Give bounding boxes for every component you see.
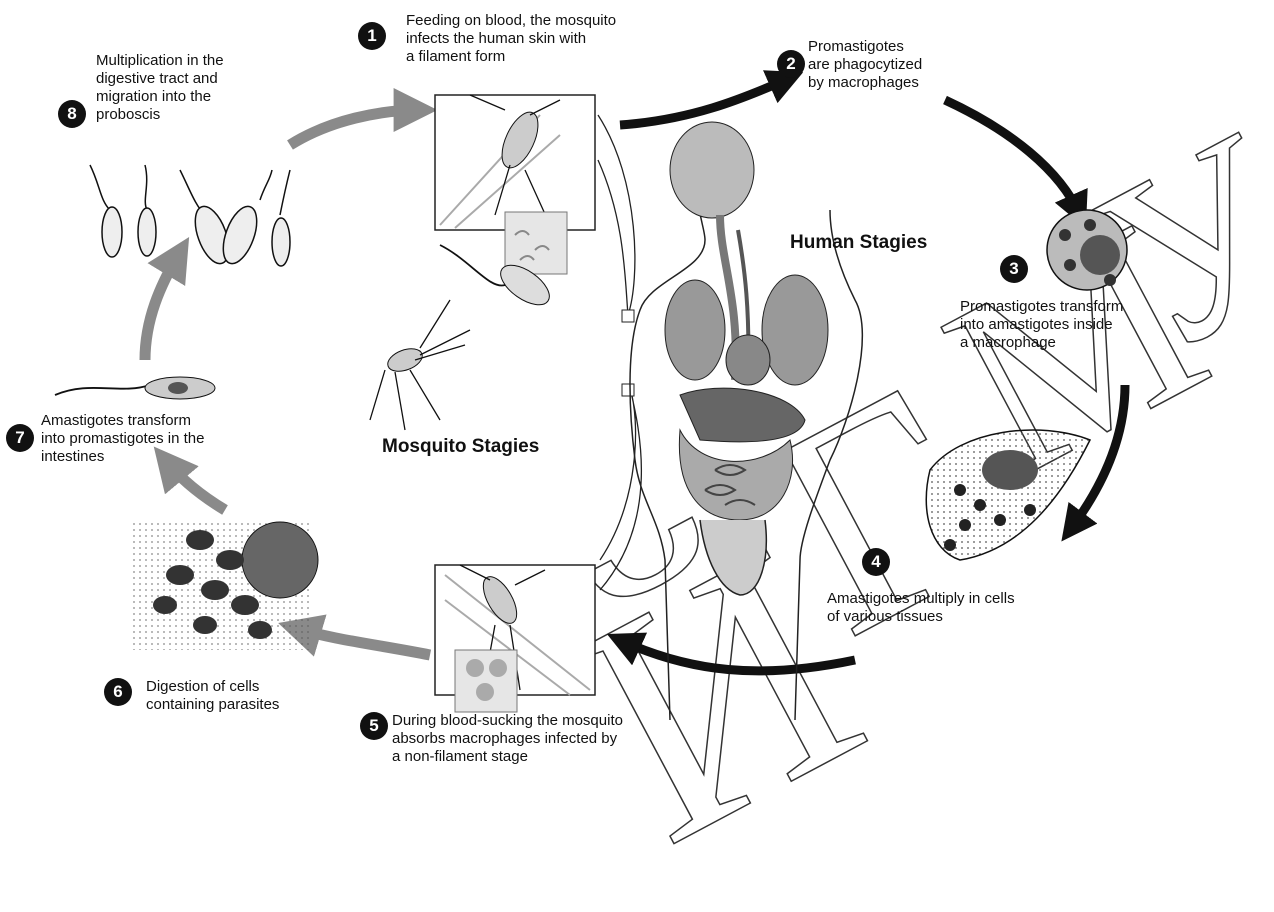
human-stages-title: Human Stagies bbox=[790, 232, 927, 254]
step-1-badge: 1 bbox=[358, 22, 386, 50]
step-1-label: Feeding on blood, the mosquito infects t… bbox=[406, 12, 616, 66]
step-3-badge: 3 bbox=[1000, 255, 1028, 283]
leishmania-life-cycle-diagram: Й Г М У bbox=[0, 0, 1274, 782]
mosquito-illustration bbox=[370, 245, 556, 430]
arrow-2-to-3 bbox=[945, 100, 1080, 215]
step-5-badge: 5 bbox=[360, 712, 388, 740]
step-8-badge: 8 bbox=[58, 100, 86, 128]
human-body-illustration bbox=[630, 122, 862, 720]
step-2-label: Promastigotes are phagocytized by macrop… bbox=[808, 38, 922, 92]
arrow-6-to-7 bbox=[165, 460, 225, 510]
step-6-badge: 6 bbox=[104, 678, 132, 706]
step-8-label: Multiplication in the digestive tract an… bbox=[96, 52, 224, 124]
infected-tissue-cell bbox=[926, 430, 1090, 560]
step-2-badge: 2 bbox=[777, 50, 805, 78]
promastigotes-group bbox=[90, 165, 290, 268]
digested-cells-cluster bbox=[130, 520, 318, 650]
step-7-badge: 7 bbox=[6, 424, 34, 452]
step-4-badge: 4 bbox=[862, 548, 890, 576]
arrow-4-to-5 bbox=[620, 640, 855, 671]
skin-bite-panel-top bbox=[435, 95, 595, 274]
step-4-label: Amastigotes multiply in cells of various… bbox=[827, 590, 1015, 626]
arrow-8-to-1 bbox=[290, 110, 420, 145]
macrophage-cell bbox=[1047, 210, 1127, 290]
skin-bite-panel-bottom bbox=[435, 565, 595, 712]
arrow-7-to-8 bbox=[145, 252, 180, 360]
mosquito-stages-title: Mosquito Stagies bbox=[382, 436, 539, 458]
step-6-label: Digestion of cells containing parasites bbox=[146, 678, 279, 714]
step-3-label: Promastigotes transform into amastigotes… bbox=[960, 298, 1123, 352]
arrow-5-to-6 bbox=[295, 628, 430, 655]
arrow-1-to-2 bbox=[620, 78, 790, 125]
transforming-parasite bbox=[55, 377, 215, 399]
step-7-label: Amastigotes transform into promastigotes… bbox=[41, 412, 204, 466]
connector-lines bbox=[598, 115, 641, 590]
step-5-label: During blood-sucking the mosquito absorb… bbox=[392, 712, 623, 766]
